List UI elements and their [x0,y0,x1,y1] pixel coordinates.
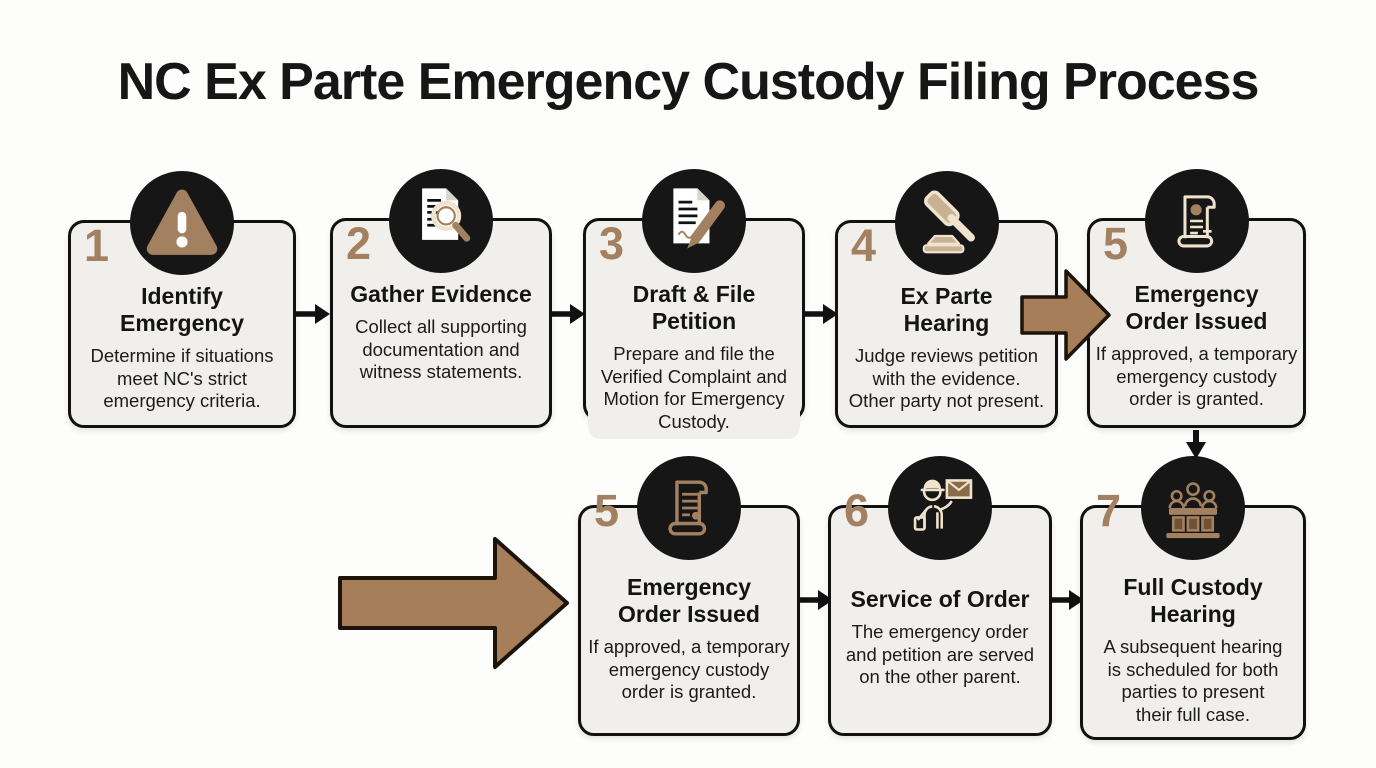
scroll-seal-icon [1176,195,1216,248]
step-description: Collect all supporting documentation and… [355,316,527,383]
step-description: A subsequent hearing is scheduled for bo… [1103,636,1283,725]
arrow-right-icon [804,304,838,324]
step-icon-circle [637,456,741,560]
step-description: Judge reviews petition with the evidence… [848,345,1045,412]
gavel-icon [922,190,975,254]
step-title: Full Custody Hearing [1123,574,1263,628]
arrow-right-icon [1050,590,1084,610]
step-card-3: 3 Draft & File Petition Prepare and file… [583,169,805,439]
step-number: 7 [1096,485,1122,536]
step-card-5: 5 Emergency Order Issued If approved, a … [1087,169,1306,428]
big-arrow-right-icon [338,537,569,669]
page-title: NC Ex Parte Emergency Custody Filing Pro… [117,53,1260,111]
step-icon-circle [1144,169,1249,273]
step-card-7: 7 Full Custody Hearing A subsequent hear… [1080,456,1306,740]
arrow-right-icon [799,590,833,610]
step-description: If approved, a temporary emergency custo… [1095,343,1298,410]
step-title: Gather Evidence [350,281,532,307]
document-magnifier-icon [422,188,471,242]
step-card-1: 1 Identify Emergency Determine if situat… [68,171,296,428]
step-number: 3 [599,218,625,269]
courier-envelope-icon [913,479,973,531]
step-description: If approved, a temporary emergency custo… [588,636,790,703]
step-description: The emergency order and petition are ser… [845,621,1035,688]
bench-panel-icon [1166,482,1220,539]
document-pen-icon [673,188,725,249]
warning-icon [146,189,218,255]
step-number: 5 [1103,218,1129,269]
step-title: Emergency Order Issued [618,574,760,628]
step-title: Identify Emergency [119,283,244,337]
step-card-6: 6 Service of Order The emergency order a… [828,456,1052,736]
step-icon-circle [1141,456,1245,560]
arrow-right-icon [551,304,585,324]
step-card-5b: 5 Emergency Order Issued If approved, a … [578,456,800,736]
step-title: Emergency Order Issued [1125,281,1268,335]
big-arrow-right-icon [1020,269,1111,361]
step-number: 2 [346,218,372,269]
step-description: Prepare and file the Verified Complaint … [588,343,800,439]
step-title: Ex Parte Hearing [900,283,993,337]
step-icon-circle [894,171,999,275]
scroll-icon [668,480,708,536]
step-icon-circle [130,171,234,275]
step-icon-circle [389,169,493,273]
arrow-down-icon [1186,430,1206,459]
step-number: 6 [844,485,870,536]
step-icon-circle [888,456,992,560]
step-number: 1 [84,220,110,271]
step-icon-circle [642,169,746,273]
step-title: Service of Order [850,586,1030,612]
step-card-2: 2 Gather Evidence Collect all supporting… [330,169,552,428]
step-description: Determine if situations meet NC's strict… [90,345,274,412]
arrow-right-icon [296,304,330,324]
step-number: 4 [851,220,877,271]
step-title: Draft & File Petition [632,281,756,335]
step-number: 5 [594,485,620,536]
